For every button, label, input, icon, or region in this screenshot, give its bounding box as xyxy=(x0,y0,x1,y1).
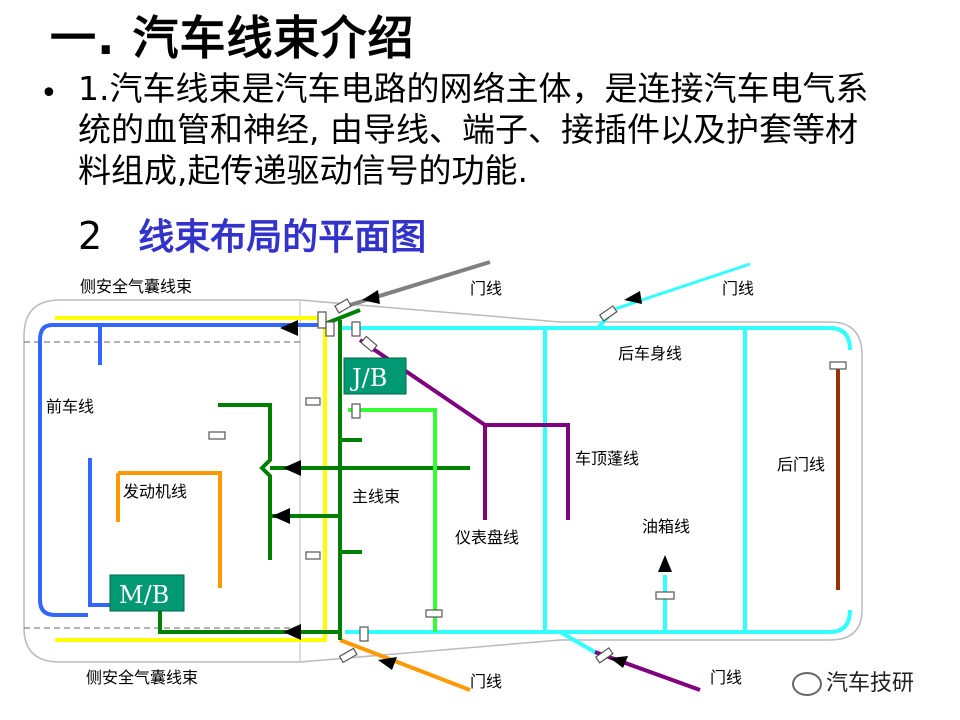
dashboard-green-harness xyxy=(348,408,437,632)
label-front: 前车线 xyxy=(46,397,94,416)
fuel-tank-arrow xyxy=(658,555,672,572)
label-door-bottom-center: 门线 xyxy=(470,672,502,691)
label-engine: 发动机线 xyxy=(123,482,187,501)
label-door-top-right: 门线 xyxy=(722,279,754,298)
wechat-icon xyxy=(792,672,822,696)
watermark: 汽车技研 xyxy=(792,665,914,697)
label-rear-body: 后车身线 xyxy=(618,344,682,363)
connectors xyxy=(208,298,847,664)
front-harness xyxy=(38,323,330,617)
intro-paragraph: 1.汽车线束是汽车电路的网络主体，是连接汽车电气系统的血管和神经, 由导线、端子… xyxy=(78,69,869,190)
watermark-text: 汽车技研 xyxy=(826,671,915,696)
label-door-bottom-right: 门线 xyxy=(710,668,742,687)
dashboard-harness xyxy=(358,338,701,692)
rear-body-harness xyxy=(340,310,852,657)
section-number: 2 xyxy=(78,214,103,258)
jb-label: J/B xyxy=(349,364,387,392)
label-rear-door: 后门线 xyxy=(777,455,825,474)
label-main: 主线束 xyxy=(352,487,400,506)
label-airbag-bottom: 侧安全气囊线束 xyxy=(86,668,198,687)
label-airbag-top: 侧安全气囊线束 xyxy=(80,277,192,296)
bullet-marker: • xyxy=(40,76,58,111)
section-title: 线束布局的平面图 xyxy=(138,217,427,258)
airbag-harness xyxy=(55,316,327,642)
mb-label: M/B xyxy=(119,581,169,609)
page-title: 一. 汽车线束介绍 xyxy=(50,11,415,65)
section-heading: 2 线束布局的平面图 xyxy=(78,208,426,260)
car-outline xyxy=(23,299,863,663)
label-door-top-center: 门线 xyxy=(470,279,502,298)
label-roof: 车顶蓬线 xyxy=(575,449,639,468)
engine-harness xyxy=(116,471,471,692)
harness-arrows xyxy=(272,290,642,670)
label-dashboard: 仪表盘线 xyxy=(455,528,519,547)
label-fuel-tank: 油箱线 xyxy=(642,517,690,536)
jb-box xyxy=(343,357,407,395)
mb-box xyxy=(109,574,185,612)
